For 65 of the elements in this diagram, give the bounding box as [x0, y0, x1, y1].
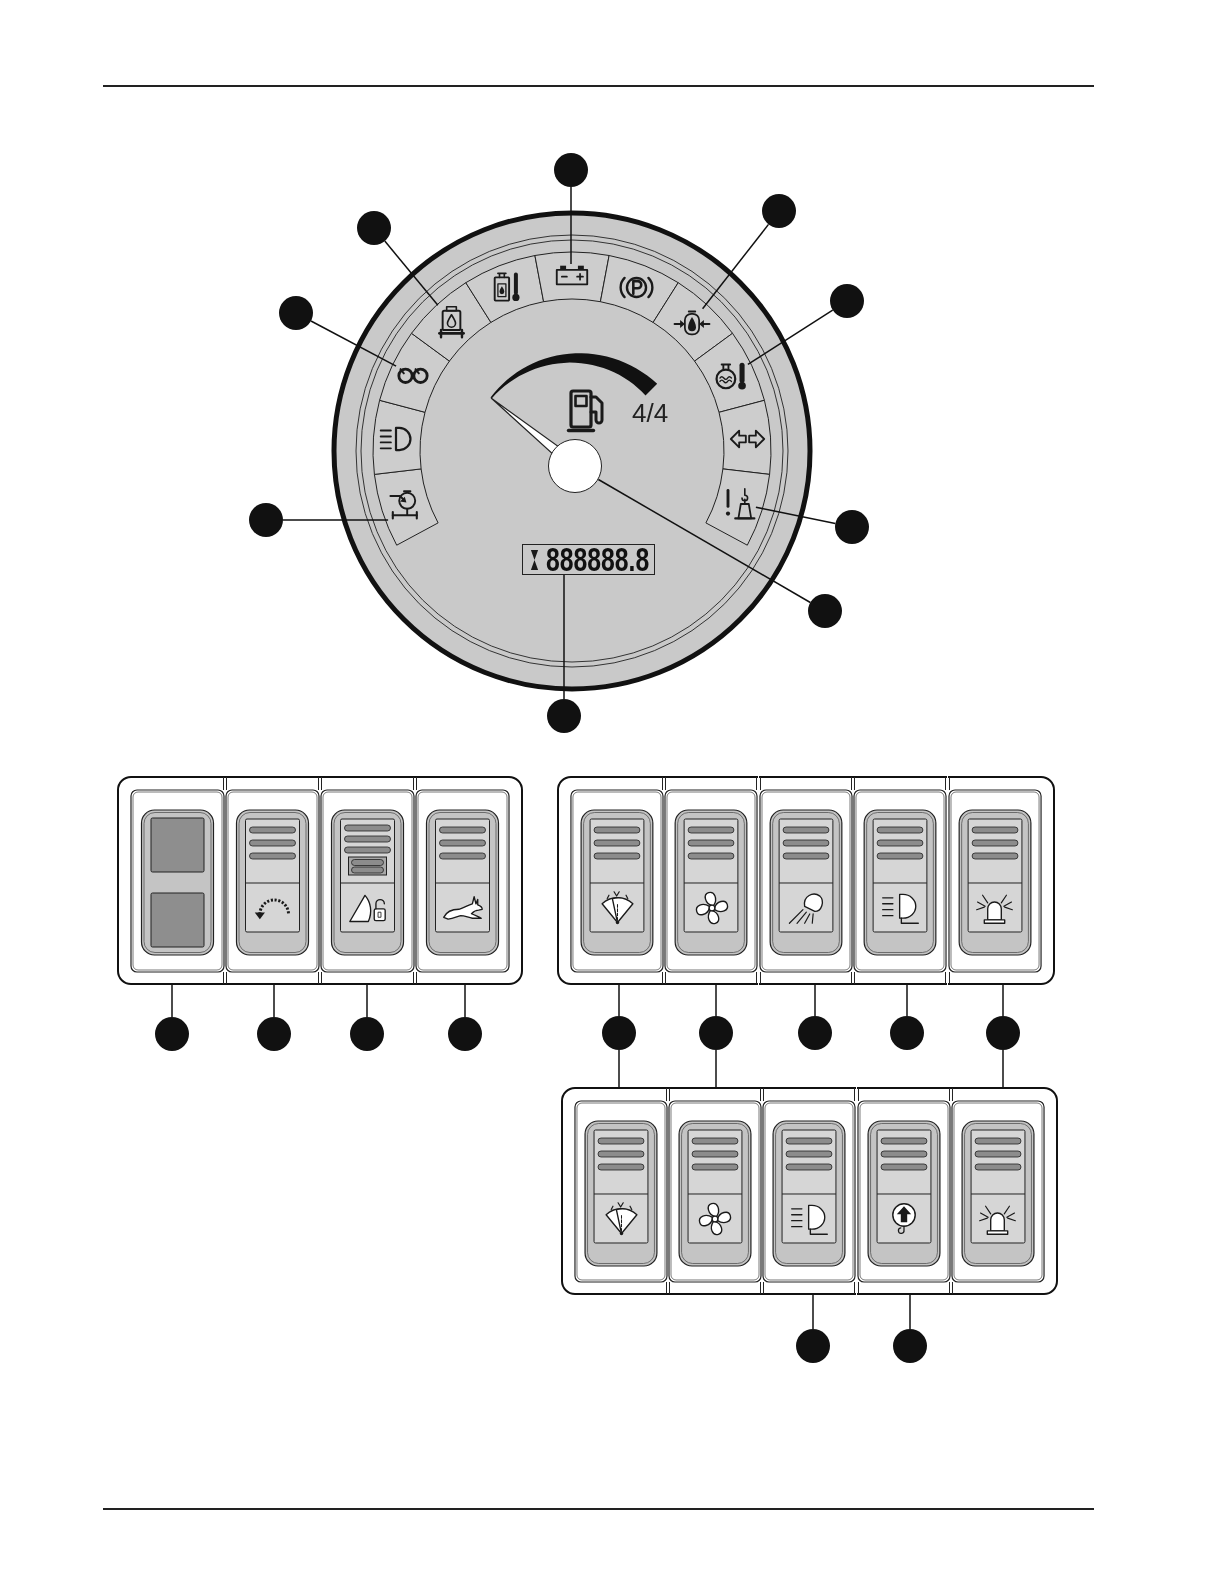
leader-line	[563, 574, 565, 700]
callout-dot-icon	[986, 1016, 1020, 1050]
leader-line	[1002, 1049, 1004, 1088]
leader-line	[1002, 984, 1004, 1017]
callout-dot-icon	[808, 594, 842, 628]
callout-dot-icon	[249, 503, 283, 537]
leader-line	[273, 984, 275, 1018]
load-warning-icon	[723, 486, 756, 521]
leader-line	[814, 984, 816, 1017]
rocker-switch	[415, 776, 523, 985]
hour-meter-reading: 888888.8	[546, 545, 650, 574]
callout-dot-icon	[835, 510, 869, 544]
leader-line	[701, 223, 770, 310]
rocker-switch	[557, 776, 665, 985]
callout-dot-icon	[602, 1016, 636, 1050]
leader-line	[755, 506, 837, 525]
leader-line	[464, 984, 466, 1018]
leader-line	[812, 1294, 814, 1330]
rocker-switch	[668, 1087, 763, 1295]
callout-dot-icon	[893, 1329, 927, 1363]
rocker-switch	[947, 776, 1055, 985]
leader-line	[366, 984, 368, 1018]
leader-line	[597, 478, 812, 604]
leader-line	[282, 519, 389, 521]
leader-line	[747, 309, 834, 366]
oil-drop-icon	[673, 308, 712, 336]
rocker-switch	[664, 776, 759, 985]
callout-dot-icon	[699, 1016, 733, 1050]
rocker-switch	[117, 776, 225, 985]
callout-dot-icon	[357, 211, 391, 245]
callout-dot-icon	[279, 296, 313, 330]
leader-line	[909, 1294, 911, 1330]
callout-dot-icon	[257, 1017, 291, 1051]
coil-icon	[396, 365, 431, 386]
leader-line	[715, 984, 717, 1017]
callout-dot-icon	[155, 1017, 189, 1051]
leader-line	[310, 320, 397, 367]
canister-drop-icon	[437, 305, 467, 340]
leader-line	[715, 1049, 717, 1088]
leader-line	[171, 984, 173, 1018]
rocker-switch	[758, 776, 854, 985]
callout-dot-icon	[830, 284, 864, 318]
rocker-switch	[950, 1087, 1058, 1295]
callout-dot-icon	[890, 1016, 924, 1050]
leader-line	[384, 240, 439, 307]
rocker-switch	[225, 776, 320, 985]
leader-line	[618, 1049, 620, 1088]
battery-icon	[555, 264, 589, 286]
leader-line	[906, 984, 908, 1017]
callout-dot-icon	[350, 1017, 384, 1051]
callout-dot-icon	[547, 699, 581, 733]
rocker-switch	[856, 1087, 951, 1295]
rocker-switch	[320, 776, 415, 985]
rocker-switch	[762, 1087, 857, 1295]
leader-line	[570, 186, 572, 265]
rocker-switch	[561, 1087, 669, 1295]
hour-meter-display	[522, 544, 655, 575]
rocker-switch	[853, 776, 948, 985]
callout-dot-icon	[798, 1016, 832, 1050]
callout-dot-icon	[448, 1017, 482, 1051]
callout-dot-icon	[796, 1329, 830, 1363]
callout-dot-icon	[762, 194, 796, 228]
callout-dot-icon	[554, 153, 588, 187]
leader-line	[618, 984, 620, 1017]
fuel-scale-label: 4/4	[632, 400, 669, 426]
